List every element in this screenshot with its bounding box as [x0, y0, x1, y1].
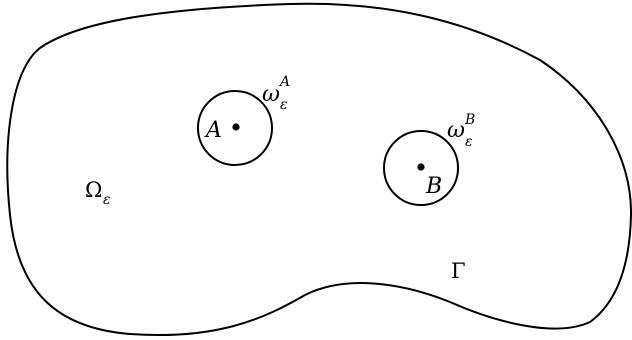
hole-circle-a — [197, 90, 273, 166]
hole-label-b-sup: B — [464, 112, 475, 128]
outer-boundary — [6, 2, 632, 337]
hole-label-b-sub: ε — [465, 134, 473, 150]
point-b-dot — [417, 163, 425, 171]
hole-circle-b — [383, 130, 459, 206]
point-a-label: A — [204, 118, 222, 143]
point-b-label: B — [425, 174, 442, 199]
domain-label: Ω ε — [85, 178, 111, 208]
hole-label-b: ω B ε — [447, 112, 475, 150]
hole-label-a-sub: ε — [280, 97, 288, 113]
boundary-label: Γ — [451, 259, 466, 283]
hole-label-b-base: ω — [447, 118, 465, 143]
hole-label-a-sup: A — [278, 74, 290, 90]
point-a-dot — [232, 123, 240, 131]
hole-label-a-base: ω — [262, 82, 280, 107]
domain-label-base: Ω — [85, 178, 102, 202]
domain-label-sub: ε — [103, 192, 111, 208]
hole-label-a: ω A ε — [262, 74, 290, 113]
